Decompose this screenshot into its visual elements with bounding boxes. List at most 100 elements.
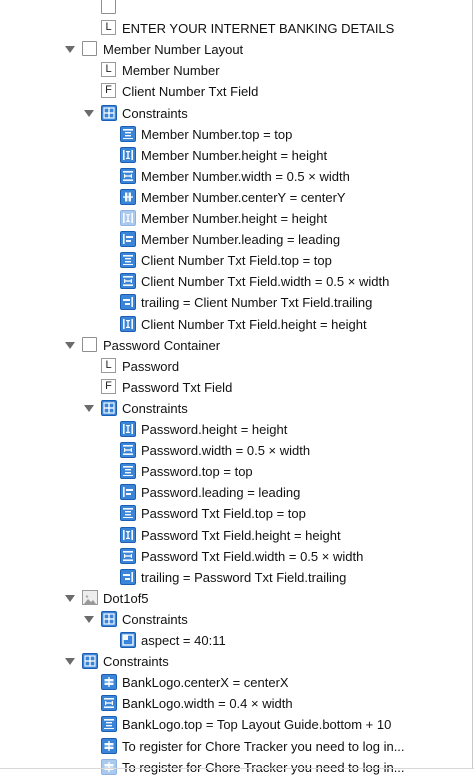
constraint-width-icon <box>101 695 117 712</box>
constraint-centery-icon <box>120 188 136 205</box>
disclosure-triangle-icon[interactable] <box>84 615 94 623</box>
outline-row[interactable]: Member Number.top = top <box>0 124 470 145</box>
outline-row[interactable]: Client Number Txt Field.top = top <box>0 250 470 271</box>
outline-row-label: Password Txt Field.height = height <box>141 527 341 543</box>
disclosure-triangle-icon[interactable] <box>65 658 75 666</box>
outline-row[interactable]: BankLogo.top = Top Layout Guide.bottom +… <box>0 714 470 735</box>
outline-row[interactable]: Member Number.leading = leading <box>0 229 470 250</box>
disclosure-triangle-icon[interactable] <box>84 404 94 412</box>
outline-row[interactable]: To register for Chore Tracker you need t… <box>0 736 470 757</box>
outline-row[interactable] <box>0 0 470 18</box>
outline-row[interactable]: Password.top = top <box>0 461 470 482</box>
disclosure-triangle-icon[interactable] <box>65 46 75 54</box>
constraints-icon <box>101 104 117 121</box>
box-icon <box>101 0 116 14</box>
constraint-height-icon <box>120 315 136 332</box>
outline-row-label: Password.leading = leading <box>141 485 301 501</box>
constraint-top-icon <box>120 125 136 142</box>
outline-row-label: Member Number.width = 0.5 × width <box>141 168 350 184</box>
outline-row[interactable]: Password Txt Field.top = top <box>0 503 470 524</box>
constraint-height-icon <box>120 146 136 163</box>
outline-row[interactable]: BankLogo.width = 0.4 × width <box>0 693 470 714</box>
constraint-trailing-icon <box>120 568 136 585</box>
constraint-aspect-icon <box>120 632 136 648</box>
outline-row[interactable]: trailing = Password Txt Field.trailing <box>0 567 470 588</box>
outline-row[interactable]: Member Number.height = height <box>0 208 470 229</box>
outline-row[interactable]: Client Number Txt Field.height = height <box>0 314 470 335</box>
constraints-icon <box>82 653 98 670</box>
constraint-leading-icon <box>120 484 136 501</box>
constraint-centerx-icon <box>101 674 117 691</box>
outline-row-label: Password.width = 0.5 × width <box>141 443 311 459</box>
view-icon <box>82 336 97 352</box>
outline-row-label: Constraints <box>122 105 188 121</box>
constraints-icon <box>101 399 117 416</box>
disclosure-triangle-icon[interactable] <box>84 109 94 117</box>
constraint-width-icon <box>120 442 136 459</box>
disclosure-triangle-icon[interactable] <box>65 341 75 349</box>
outline-row[interactable]: L ENTER YOUR INTERNET BANKING DETAILS <box>0 18 470 39</box>
constraint-top-icon <box>101 716 117 733</box>
outline-row-label: Client Number Txt Field.width = 0.5 × wi… <box>141 274 390 290</box>
outline-row-label: Member Number <box>122 63 220 79</box>
outline-row[interactable]: Member Number.height = height <box>0 145 470 166</box>
outline-row-label: BankLogo.centerX = centerX <box>122 675 289 691</box>
constraints-icon <box>101 610 117 627</box>
outline-row[interactable]: Member Number Layout <box>0 39 470 60</box>
constraint-trailing-icon <box>120 294 136 311</box>
outline-row-label: Dot1of5 <box>103 590 149 606</box>
constraint-leading-icon <box>120 231 136 248</box>
outline-row[interactable]: Password Container <box>0 335 470 356</box>
constraint-width-icon <box>120 167 136 184</box>
label-icon: L <box>101 62 116 78</box>
outline-row-label: Client Number Txt Field <box>122 84 259 100</box>
view-icon <box>82 41 97 57</box>
outline-row[interactable]: Constraints <box>0 103 470 124</box>
outline-row-label: Client Number Txt Field.top = top <box>141 253 332 269</box>
outline-row-label: Password Txt Field.top = top <box>141 506 306 522</box>
outline-row-label: Password Txt Field.width = 0.5 × width <box>141 548 364 564</box>
outline-row-label: Password Txt Field <box>122 379 233 395</box>
outline-row-label: Password.height = height <box>141 422 288 437</box>
outline-row[interactable]: F Client Number Txt Field <box>0 81 470 102</box>
outline-row-label: Member Number.leading = leading <box>141 232 341 248</box>
outline-row[interactable]: Password.height = height <box>0 419 470 440</box>
outline-row[interactable]: L Member Number <box>0 60 470 81</box>
outline-row-label: Password <box>122 358 180 374</box>
constraint-height-icon <box>120 421 136 437</box>
outline-row[interactable]: trailing = Client Number Txt Field.trail… <box>0 292 470 313</box>
outline-row[interactable]: Constraints <box>0 609 470 630</box>
outline-row[interactable]: Password Txt Field.height = height <box>0 525 470 546</box>
outline-row[interactable]: Constraints <box>0 651 470 672</box>
constraint-width-icon <box>120 273 136 290</box>
constraint-centerx-icon <box>101 737 117 754</box>
outline-row-label: ENTER YOUR INTERNET BANKING DETAILS <box>122 21 395 37</box>
label-icon: L <box>101 20 116 36</box>
outline-row[interactable]: Client Number Txt Field.width = 0.5 × wi… <box>0 271 470 292</box>
disclosure-triangle-icon[interactable] <box>65 594 75 602</box>
outline-row[interactable]: Password Txt Field.width = 0.5 × width <box>0 546 470 567</box>
outline-row[interactable]: aspect = 40:11 <box>0 630 470 651</box>
constraint-top-icon <box>120 252 136 269</box>
outline-row-label: Client Number Txt Field.height = height <box>141 316 367 332</box>
outline-row[interactable]: Member Number.centerY = centerY <box>0 187 470 208</box>
outline-row-label: Password Container <box>103 337 221 353</box>
outline-row-label: Constraints <box>122 611 188 627</box>
outline-row-label: Constraints <box>103 654 169 670</box>
outline-row[interactable]: Constraints <box>0 398 470 419</box>
outline-row-label: trailing = Password Txt Field.trailing <box>141 569 347 585</box>
outline-row-label: Member Number.centerY = centerY <box>141 189 346 205</box>
constraint-top-icon <box>120 505 136 522</box>
outline-row[interactable]: Password.width = 0.5 × width <box>0 440 470 461</box>
outline-row[interactable]: Dot1of5 <box>0 588 470 609</box>
outline-row[interactable]: BankLogo.centerX = centerX <box>0 672 470 693</box>
outline-row[interactable]: Password.leading = leading <box>0 482 470 503</box>
outline-row[interactable]: Member Number.width = 0.5 × width <box>0 166 470 187</box>
textfield-icon: F <box>101 83 116 99</box>
outline-row-label: Password.top = top <box>141 464 253 480</box>
imageview-icon <box>82 589 98 605</box>
outline-row-label: Constraints <box>122 400 188 416</box>
constraint-height-icon <box>120 526 136 543</box>
